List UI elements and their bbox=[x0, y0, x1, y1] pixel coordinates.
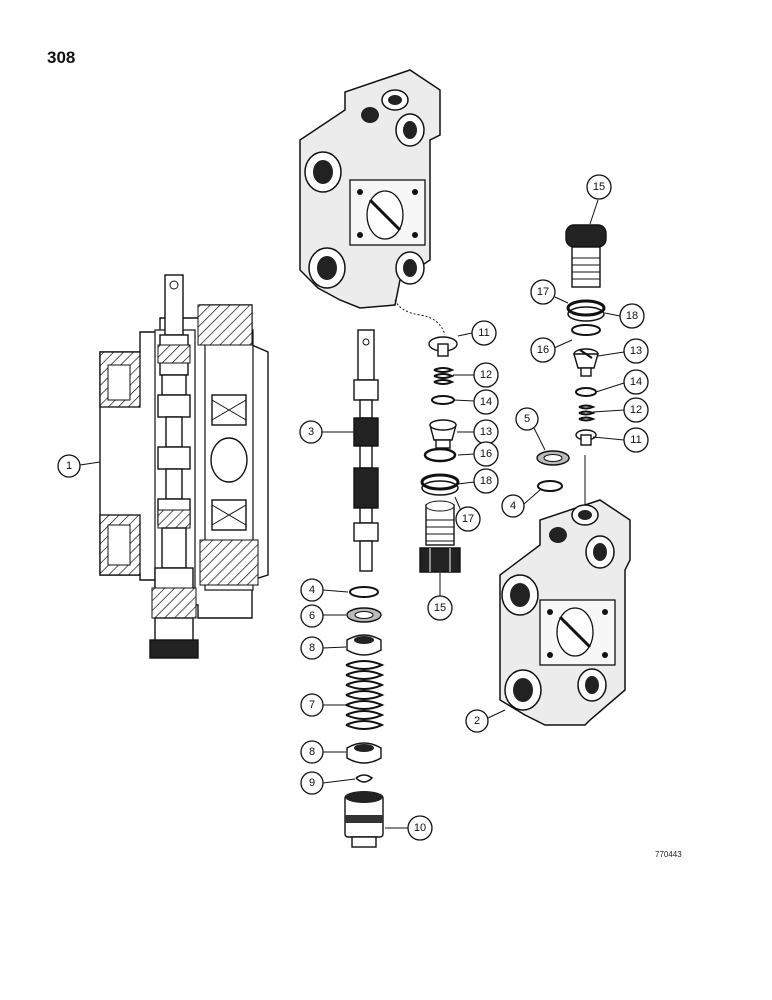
svg-text:15: 15 bbox=[434, 602, 446, 614]
callout-17-right: 17 bbox=[530, 279, 556, 305]
spring bbox=[345, 660, 385, 730]
callout-14-right: 14 bbox=[623, 369, 649, 395]
callout-17-left: 17 bbox=[455, 506, 481, 532]
reference-code: 770443 bbox=[655, 850, 682, 859]
callout-16-right: 16 bbox=[530, 337, 556, 363]
callout-2: 2 bbox=[465, 709, 489, 733]
callout-8-lower: 8 bbox=[300, 740, 324, 764]
svg-text:3: 3 bbox=[308, 426, 314, 438]
svg-text:16: 16 bbox=[480, 448, 492, 460]
svg-text:10: 10 bbox=[414, 822, 426, 834]
svg-text:18: 18 bbox=[480, 475, 492, 487]
callout-15-middle: 15 bbox=[427, 595, 453, 621]
callout-9: 9 bbox=[300, 771, 324, 795]
callout-10: 10 bbox=[407, 815, 433, 841]
callout-3: 3 bbox=[299, 420, 323, 444]
valve-body-lower bbox=[499, 455, 631, 726]
svg-text:17: 17 bbox=[462, 513, 474, 525]
svg-text:9: 9 bbox=[309, 777, 315, 789]
callout-12-left: 12 bbox=[473, 362, 499, 388]
svg-text:2: 2 bbox=[474, 715, 480, 727]
valve-section-cutaway bbox=[99, 274, 269, 659]
callout-5: 5 bbox=[515, 407, 539, 431]
svg-text:1: 1 bbox=[66, 460, 72, 472]
callout-18-right: 18 bbox=[619, 303, 645, 329]
svg-text:13: 13 bbox=[630, 345, 642, 357]
centering-spring-stack bbox=[344, 586, 385, 848]
callout-4-right: 4 bbox=[501, 494, 525, 518]
svg-text:12: 12 bbox=[630, 404, 642, 416]
svg-text:11: 11 bbox=[478, 327, 489, 339]
callout-1: 1 bbox=[57, 454, 81, 478]
callout-12-right: 12 bbox=[623, 397, 649, 423]
svg-text:4: 4 bbox=[309, 584, 315, 596]
svg-text:5: 5 bbox=[524, 413, 530, 425]
svg-text:7: 7 bbox=[309, 699, 315, 711]
svg-text:12: 12 bbox=[480, 369, 492, 381]
page-number: 308 bbox=[47, 48, 76, 67]
callout-11-left: 11 bbox=[471, 320, 497, 346]
svg-text:16: 16 bbox=[537, 344, 549, 356]
callout-13-left: 13 bbox=[473, 419, 499, 445]
callout-4-left: 4 bbox=[300, 578, 324, 602]
svg-text:4: 4 bbox=[510, 500, 516, 512]
spool bbox=[353, 329, 379, 572]
callout-8-upper: 8 bbox=[300, 636, 324, 660]
callout-16-left: 16 bbox=[473, 441, 499, 467]
callout-18-left: 18 bbox=[473, 468, 499, 494]
callout-7: 7 bbox=[300, 693, 324, 717]
svg-text:15: 15 bbox=[593, 181, 605, 193]
callout-15-right: 15 bbox=[586, 174, 612, 200]
svg-text:14: 14 bbox=[480, 396, 492, 408]
relief-valve-stack-right bbox=[536, 224, 607, 492]
svg-text:14: 14 bbox=[630, 376, 642, 388]
callout-11-right: 11 bbox=[623, 427, 649, 453]
callout-14-left: 14 bbox=[473, 389, 499, 415]
svg-text:8: 8 bbox=[309, 746, 315, 758]
relief-valve-stack-left bbox=[419, 336, 461, 573]
valve-body-upper bbox=[299, 69, 446, 336]
svg-text:6: 6 bbox=[309, 610, 315, 622]
svg-text:17: 17 bbox=[537, 286, 549, 298]
svg-text:8: 8 bbox=[309, 642, 315, 654]
callout-13-right: 13 bbox=[623, 338, 649, 364]
svg-text:11: 11 bbox=[630, 434, 641, 446]
svg-text:18: 18 bbox=[626, 310, 638, 322]
svg-text:13: 13 bbox=[480, 426, 492, 438]
callout-6: 6 bbox=[300, 604, 324, 628]
